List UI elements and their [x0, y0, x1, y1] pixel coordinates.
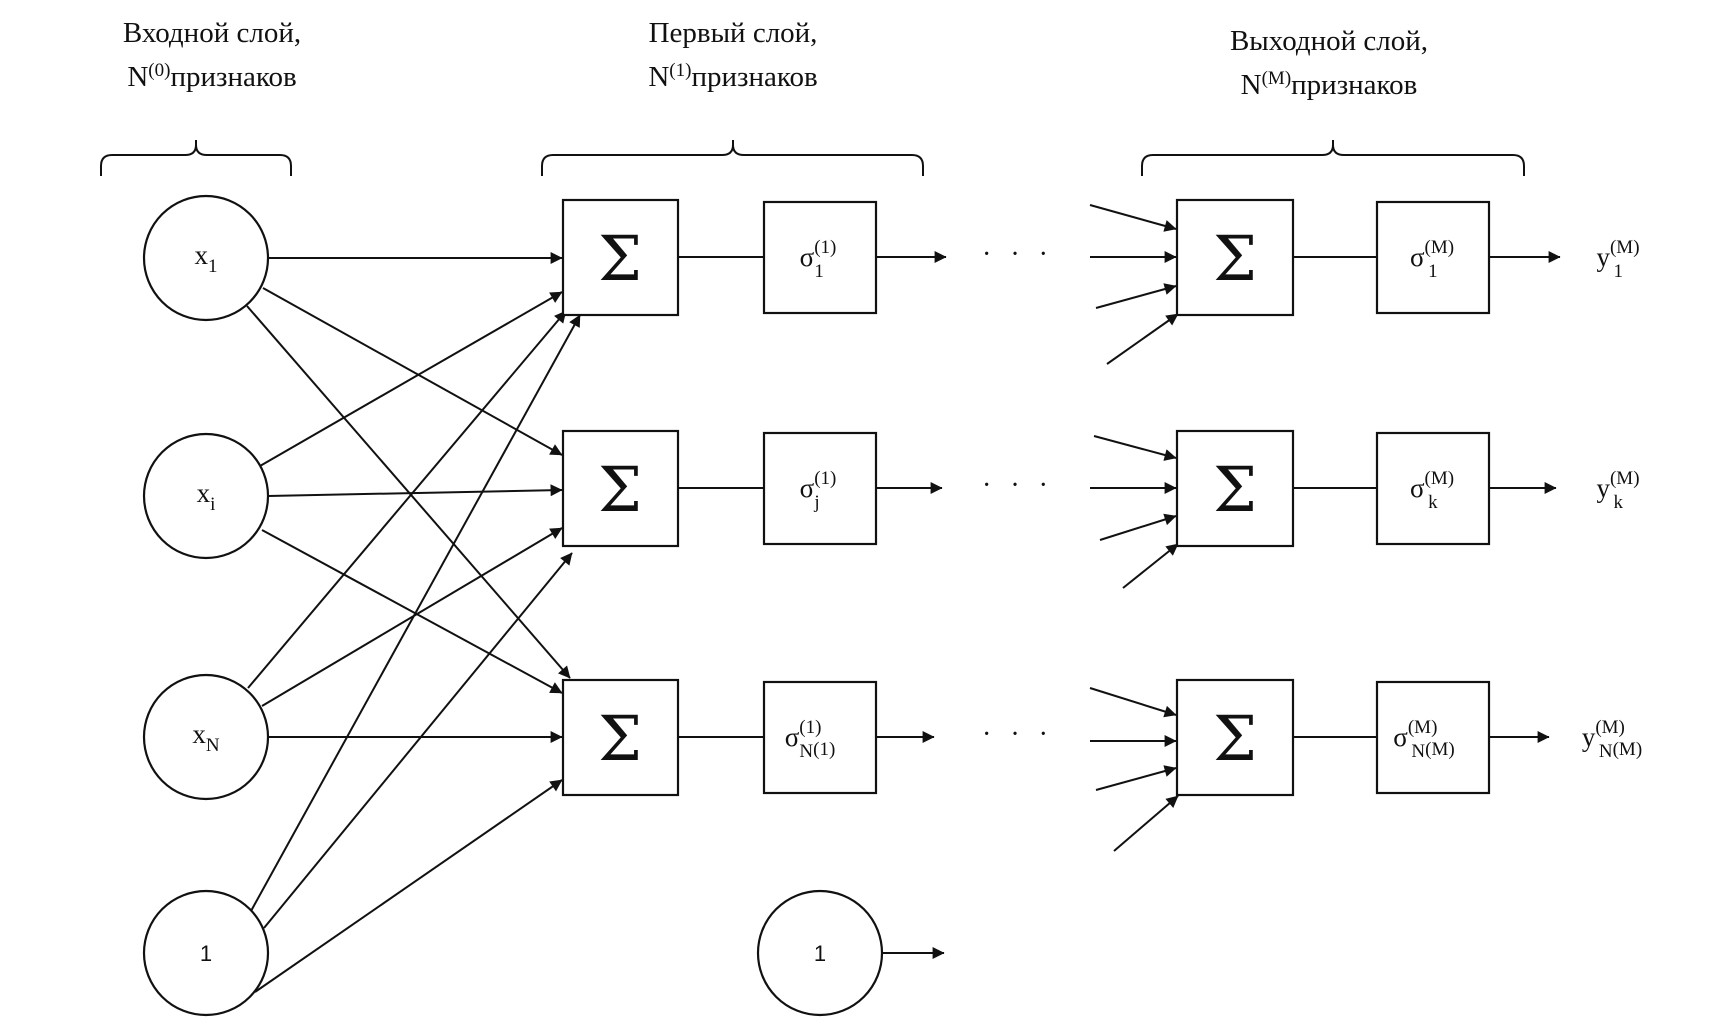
output-incoming-connections [1089, 204, 1179, 852]
output-layer-title: Выходной слой, [1230, 25, 1428, 57]
sum-symbol: Σ [598, 222, 642, 295]
bias-node-input: 1 [142, 889, 270, 1017]
output-label: y(M)k [1596, 468, 1639, 513]
first-layer-brace [541, 140, 924, 176]
sum-node [561, 429, 680, 548]
bias-node-label: 1 [814, 941, 826, 966]
input-node-label: x1 [195, 240, 218, 277]
input-node-x1: x1 [142, 194, 270, 322]
sum-symbol: Σ [598, 702, 642, 775]
first-layer-title: Первый слой, [649, 17, 818, 49]
input-layer-count: N(0)признаков [127, 60, 296, 94]
activation-label: σ(1)j [800, 468, 837, 513]
connection-line [246, 305, 571, 679]
activation-label: σ(1)1 [800, 237, 837, 282]
connection-line [250, 314, 581, 912]
ellipsis: · · · [982, 239, 1054, 270]
output-layer-brace [1141, 140, 1525, 176]
activation-node [1375, 680, 1491, 795]
activation-label: σ(M)N(M) [1393, 717, 1454, 762]
bias-node-label: 1 [200, 941, 212, 966]
input-layer-title: Входной слой, [123, 17, 301, 49]
connection-line [262, 287, 563, 456]
input-node-xi: xi [142, 432, 270, 560]
connection-line [261, 527, 563, 707]
connection-line [247, 310, 567, 689]
sum-symbol: Σ [1213, 222, 1257, 295]
input-layer-brace [100, 140, 292, 176]
input-node-label: xi [197, 478, 216, 515]
output-layer: Σ σ(M)1 y(M)1 Σ σ(M)k y(M)k Σ σ(M)N(M) [1175, 198, 1642, 797]
sum-node [1175, 198, 1295, 317]
activation-label: σ(M)k [1410, 468, 1454, 513]
output-layer-header: Выходной слой, N(M)признаков [1230, 25, 1428, 101]
activation-node [1375, 431, 1491, 546]
activation-node [1375, 200, 1491, 315]
sum-node [561, 678, 680, 797]
sum-node [561, 198, 680, 317]
input-node-label: xN [192, 719, 220, 756]
activation-label: σ(1)N(1) [785, 717, 836, 762]
ellipsis: · · · [982, 719, 1054, 750]
sum-symbol: Σ [1213, 453, 1257, 526]
input-layer-header: Входной слой, N(0)признаков [123, 17, 301, 93]
output-label: y(M)1 [1596, 237, 1639, 282]
output-layer-count: N(M)признаков [1241, 68, 1418, 102]
connection-line [267, 484, 563, 497]
first-layer-header: Первый слой, N(1)признаков [648, 17, 817, 93]
sum-symbol: Σ [1213, 702, 1257, 775]
input-node-xn: xN [142, 673, 270, 801]
sum-node [1175, 678, 1295, 797]
sum-symbol: Σ [598, 453, 642, 526]
input-connections [246, 252, 581, 993]
first-layer: Σ σ(1)1 · · · Σ σ(1)j · · · Σ σ(1)N(1) ·… [561, 198, 1054, 1017]
output-label: y(M)N(M) [1582, 717, 1642, 762]
ellipsis: · · · [982, 470, 1054, 501]
connection-line [263, 552, 573, 929]
first-layer-count: N(1)признаков [648, 60, 817, 94]
connection-line [259, 291, 563, 467]
connection-line [261, 529, 563, 694]
activation-label: σ(M)1 [1410, 237, 1454, 282]
connection-line [254, 779, 563, 993]
activation-node [762, 200, 878, 315]
